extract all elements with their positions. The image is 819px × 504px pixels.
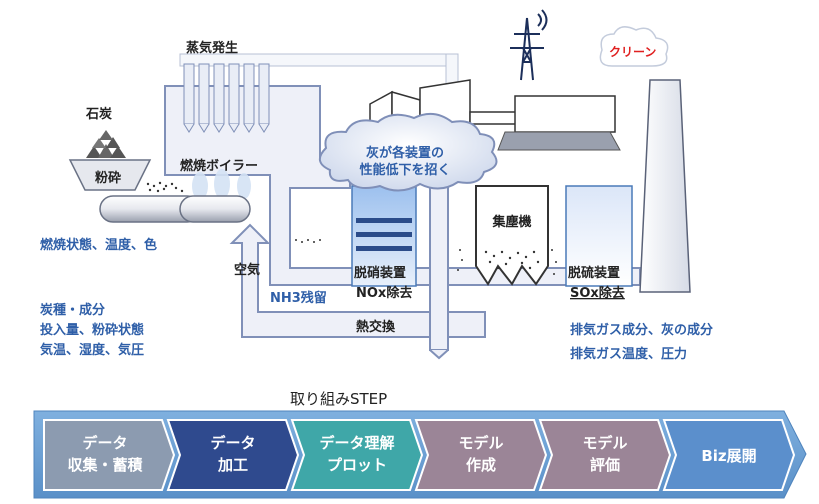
- transmission-tower-icon: [510, 9, 548, 81]
- step-label: 評価: [590, 456, 620, 474]
- ash-particles: [295, 239, 557, 275]
- heat-exchange-duct: [229, 223, 486, 338]
- coal-feed-dots: [146, 181, 184, 193]
- heat-exchange-label: 熱交換: [356, 319, 396, 335]
- step-label: モデル: [458, 434, 503, 452]
- clean-cloud: [599, 26, 669, 67]
- coal-label: 石炭: [85, 106, 112, 122]
- generator: [497, 95, 621, 151]
- dust-collector: [475, 185, 549, 286]
- clean-label: クリーン: [609, 45, 656, 59]
- coal-pile-icon: [86, 130, 126, 158]
- warning-cloud: [319, 112, 498, 192]
- step-label: データ理解: [319, 434, 394, 452]
- step-label: 作成: [466, 456, 496, 474]
- note-coal-type: 炭種・成分: [40, 302, 105, 318]
- denitration-unit: [351, 185, 417, 287]
- step-chevron: [43, 419, 176, 491]
- dust-collector-label: 集塵機: [491, 214, 531, 230]
- boiler-label: 燃焼ボイラー: [180, 158, 258, 174]
- step-chevron: [538, 419, 672, 491]
- air-label: 空気: [234, 262, 260, 278]
- chimney: [639, 79, 691, 293]
- step-chevron: [662, 419, 796, 491]
- denitration-label: 脱硝装置: [354, 265, 406, 281]
- cloud-text-line2: 性能低下を招く: [359, 162, 450, 178]
- steam-pipe: [179, 53, 459, 85]
- steam-label: 蒸気発生: [186, 40, 238, 56]
- desulfur-label: 脱硫装置: [568, 265, 620, 281]
- step-label: 加工: [217, 456, 248, 474]
- boiler-tubes: [183, 63, 270, 133]
- step-chevron: [414, 419, 548, 491]
- step-label: モデル: [582, 434, 627, 452]
- dust-dots: [484, 250, 540, 270]
- desulfurization-unit: [565, 185, 633, 287]
- coal-hopper: [68, 130, 152, 191]
- nh3-label: NH3残留: [270, 290, 327, 306]
- note-coal-input: 投入量、粉砕状態: [40, 322, 144, 338]
- step-label: データ: [210, 434, 255, 452]
- step-chevron: [290, 419, 424, 491]
- step-label: データ: [82, 434, 127, 452]
- note-exhaust-temp: 排気ガス温度、圧力: [570, 346, 687, 362]
- nox-label: NOx除去: [356, 285, 412, 301]
- note-weather: 気温、湿度、気圧: [40, 342, 144, 358]
- step-label: 収集・蓄積: [67, 456, 143, 474]
- step-label: Biz展開: [701, 447, 756, 465]
- step-chevron: [166, 419, 300, 491]
- note-combustion: 燃焼状態、温度、色: [40, 237, 157, 253]
- sox-label: SOx除去: [570, 285, 625, 301]
- steps-title: 取り組みSTEP: [290, 390, 387, 408]
- vertical-pipe: [429, 171, 449, 360]
- cloud-text-line1: 灰が各装置の: [366, 145, 444, 161]
- step-label: プロット: [327, 456, 387, 474]
- note-exhaust-components: 排気ガス成分、灰の成分: [570, 322, 713, 338]
- pulverize-label: 粉砕: [95, 170, 121, 186]
- mill-drum: [99, 195, 251, 223]
- boiler-flames: [192, 169, 251, 200]
